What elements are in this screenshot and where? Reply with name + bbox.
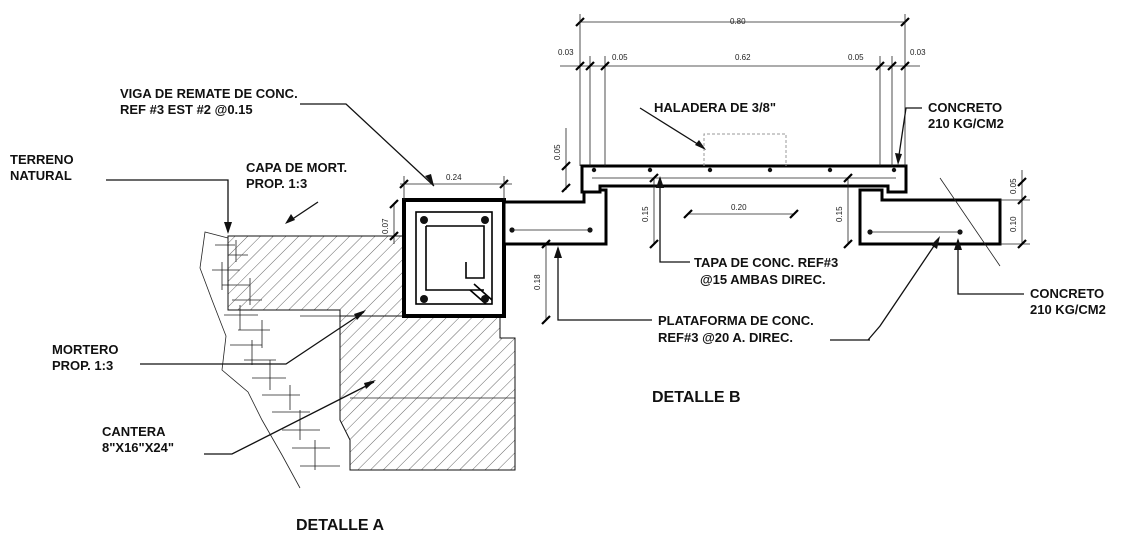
title-detalle-a: DETALLE A [296,517,384,534]
stone-masonry-cantera [300,315,516,471]
label-mortero-line1: MORTERO [52,342,118,357]
concrete-lid [580,164,908,194]
dim-0-05-vertical-left: 0.05 [553,144,562,160]
dim-0-15-left: 0.15 [641,206,650,222]
label-plataforma-line1: PLATAFORMA DE CONC. [658,313,814,328]
mortar-layer [227,235,405,317]
dim-0-20: 0.20 [731,203,747,212]
label-tapa-line2: @15 AMBAS DIREC. [700,272,826,287]
label-concreto-top-line1: CONCRETO [928,100,1002,115]
label-terreno-line2: NATURAL [10,168,72,183]
leader-lines [106,103,1024,455]
dim-0-18: 0.18 [533,274,542,290]
label-concreto-right-line1: CONCRETO [1030,286,1104,301]
label-capa-line1: CAPA DE MORT. [246,160,347,175]
dim-0-07: 0.07 [381,218,390,234]
title-detalle-b: DETALLE B [652,389,741,406]
concrete-platform-left [502,188,608,246]
dim-0-24: 0.24 [446,173,462,182]
label-concreto-top-line2: 210 KG/CM2 [928,116,1004,131]
label-capa-line2: PROP. 1:3 [246,176,307,191]
dimension-lines [389,14,1027,325]
concrete-platform-right [858,177,1030,267]
label-terreno-line1: TERRENO [10,152,74,167]
dim-0-80: 0.80 [730,17,746,26]
label-haladera: HALADERA DE 3/8" [654,100,776,115]
label-plataforma-line2: REF#3 @20 A. DIREC. [658,330,793,345]
natural-terrain [199,231,340,489]
handle-haladera [703,133,787,166]
dim-0-62: 0.62 [735,53,751,62]
dim-0-15-right: 0.15 [835,206,844,222]
label-tapa-line1: TAPA DE CONC. REF#3 [694,255,838,270]
dim-0-03-right: 0.03 [910,48,926,57]
dim-0-05-right: 0.05 [848,53,864,62]
label-cantera-line2: 8"X16"X24" [102,440,174,455]
dim-0-05-vertical-right: 0.05 [1009,178,1018,194]
label-cantera-line1: CANTERA [102,424,166,439]
dim-0-05-left: 0.05 [612,53,628,62]
capping-beam [402,198,506,318]
dim-0-10: 0.10 [1009,216,1018,232]
label-concreto-right-line2: 210 KG/CM2 [1030,302,1106,317]
label-mortero-line2: PROP. 1:3 [52,358,113,373]
dim-0-03-left: 0.03 [558,48,574,57]
label-viga-line2: REF #3 EST #2 @0.15 [120,102,253,117]
label-viga-line1: VIGA DE REMATE DE CONC. [120,86,298,101]
